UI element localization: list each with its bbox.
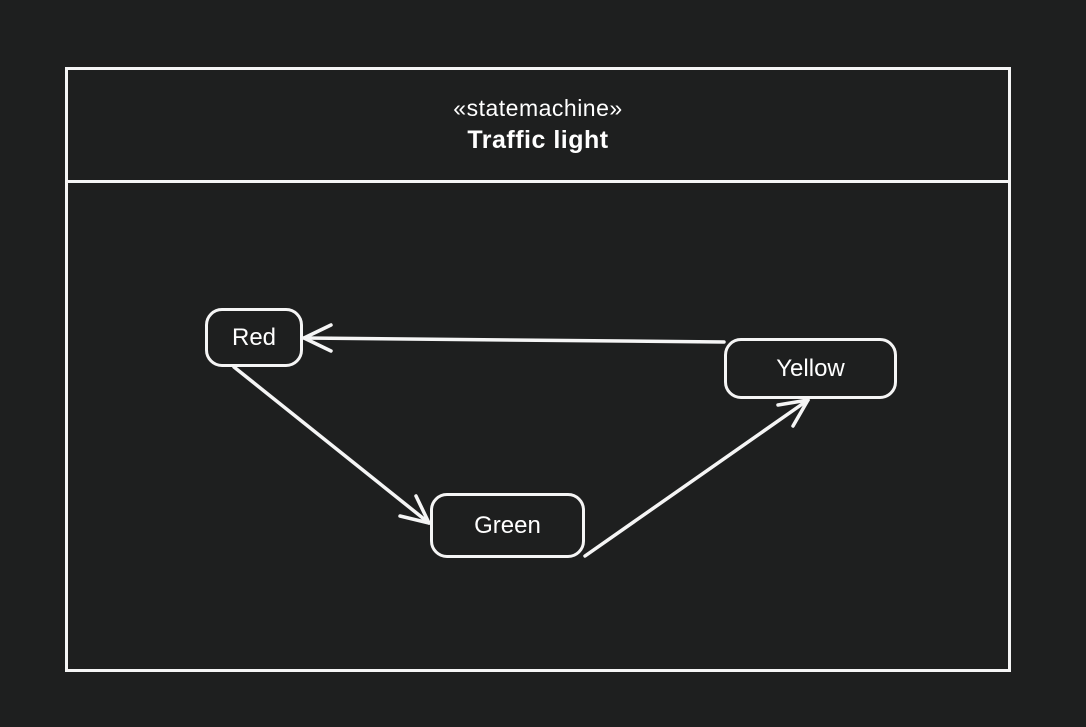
frame-title: Traffic light <box>467 126 609 154</box>
state-label: Green <box>474 511 541 539</box>
state-label: Red <box>231 323 277 351</box>
state-node-red[interactable]: Red <box>205 308 303 367</box>
frame-stereotype: «statemachine» <box>453 95 623 121</box>
statemachine-frame: «statemachine» Traffic light <box>65 67 1011 672</box>
frame-header: «statemachine» Traffic light <box>68 70 1008 183</box>
state-node-green[interactable]: Green <box>430 493 585 558</box>
state-label: Yellow <box>776 354 845 382</box>
state-node-yellow[interactable]: Yellow <box>724 338 897 399</box>
